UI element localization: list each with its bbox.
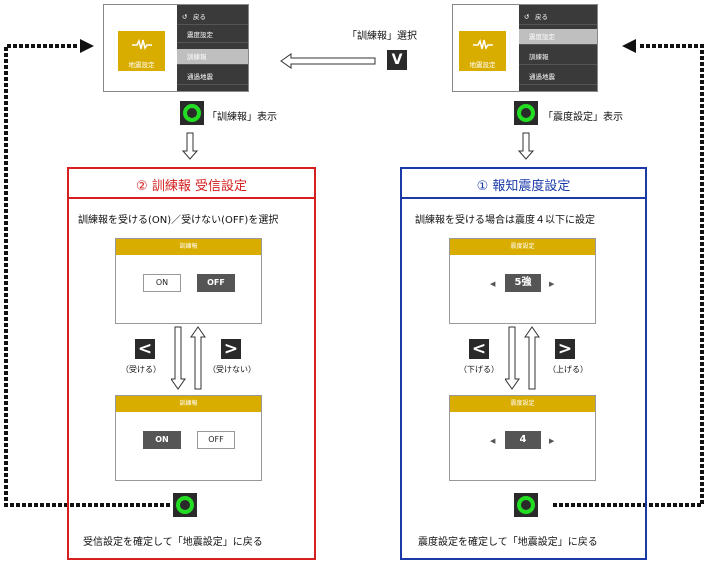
right-button-caption: （上げる） — [548, 365, 588, 374]
menu-list: ↺ 戻る 震度設定 訓練報 通過地震 — [177, 5, 248, 91]
top-left-screen: 地震設定 ↺ 戻る 震度設定 訓練報 通過地震 — [103, 4, 249, 92]
left-button-caption: （下げる） — [459, 365, 499, 374]
drill-display-caption: 「訓練報」表示 — [207, 112, 277, 123]
increase-triangle-icon: ▶ — [549, 437, 555, 445]
menu-item-passing[interactable]: 通過地震 — [177, 69, 248, 85]
menu-item-passing[interactable]: 通過地震 — [519, 69, 597, 85]
ok-button[interactable] — [173, 493, 197, 517]
off-toggle[interactable]: OFF — [197, 431, 235, 449]
menu-item-intensity[interactable]: 震度設定 — [519, 29, 597, 45]
intensity-screen-bottom: 震度設定 ◀ 4 ▶ — [449, 395, 596, 481]
seismic-wave-icon — [473, 39, 493, 50]
back-arrow-icon: ↺ — [182, 13, 188, 21]
menu-item-label: 訓練報 — [529, 53, 549, 61]
back-arrow-icon: ↺ — [524, 13, 530, 21]
menu-list: ↺ 戻る 震度設定 訓練報 通過地震 — [519, 5, 597, 91]
left-arrow-icon — [280, 53, 376, 69]
intensity-display-caption: 「震度設定」表示 — [543, 112, 623, 123]
ok-button[interactable] — [180, 101, 204, 125]
menu-item-label: 震度設定 — [187, 31, 213, 39]
menu-item-label: 訓練報 — [187, 53, 207, 61]
left-button[interactable]: < — [135, 339, 155, 359]
down-arrow-icon — [518, 132, 534, 160]
ok-button[interactable] — [514, 493, 538, 517]
ok-button-icon — [517, 496, 535, 514]
panel-footer: 震度設定を確定して「地震設定」に戻る — [418, 537, 598, 548]
screen-header: 訓練報 — [116, 396, 261, 412]
right-button-caption: （受けない） — [208, 365, 256, 374]
up-down-arrows-icon — [171, 326, 206, 390]
panel-description: 訓練報を受ける(ON)／受けない(OFF)を選択 — [78, 215, 279, 226]
notification-intensity-panel: ① 報知震度設定 訓練報を受ける場合は震度４以下に設定 震度設定 ◀ 5強 ▶ … — [400, 167, 647, 560]
drill-screen-off: 訓練報 ON OFF — [115, 238, 262, 324]
menu-item-label: 通過地震 — [187, 73, 213, 81]
off-toggle[interactable]: OFF — [197, 274, 235, 292]
down-button[interactable]: V — [387, 50, 407, 70]
menu-item-back[interactable]: ↺ 戻る — [519, 9, 597, 25]
select-drill-label: 「訓練報」選択 — [347, 31, 417, 42]
menu-item-label: 戻る — [193, 13, 206, 21]
menu-item-back[interactable]: ↺ 戻る — [177, 9, 248, 25]
intensity-value: 4 — [505, 431, 541, 449]
decrease-triangle-icon: ◀ — [490, 280, 496, 288]
title-divider — [402, 197, 645, 199]
ok-button-icon — [183, 104, 201, 122]
menu-item-drill[interactable]: 訓練報 — [519, 49, 597, 65]
panel-footer: 受信設定を確定して「地震設定」に戻る — [83, 537, 263, 548]
intensity-screen-top: 震度設定 ◀ 5強 ▶ — [449, 238, 596, 324]
decrease-triangle-icon: ◀ — [490, 437, 496, 445]
earthquake-settings-tile: 地震設定 — [459, 31, 506, 71]
on-toggle[interactable]: ON — [143, 431, 181, 449]
on-toggle[interactable]: ON — [143, 274, 181, 292]
ok-button-icon — [176, 496, 194, 514]
ok-button[interactable] — [514, 101, 538, 125]
seismic-wave-icon — [132, 39, 152, 50]
title-divider — [69, 197, 314, 199]
drill-screen-on: 訓練報 ON OFF — [115, 395, 262, 481]
down-arrow-icon — [182, 132, 198, 160]
menu-item-label: 戻る — [535, 13, 548, 21]
panel-title: ② 訓練報 受信設定 — [136, 179, 247, 194]
panel-description: 訓練報を受ける場合は震度４以下に設定 — [415, 215, 595, 226]
screen-header: 震度設定 — [450, 396, 595, 412]
increase-triangle-icon: ▶ — [549, 280, 555, 288]
right-button[interactable]: > — [555, 339, 575, 359]
screen-header: 震度設定 — [450, 239, 595, 255]
ok-button-icon — [517, 104, 535, 122]
left-button-caption: （受ける） — [121, 365, 161, 374]
left-button[interactable]: < — [469, 339, 489, 359]
top-right-screen: 地震設定 ↺ 戻る 震度設定 訓練報 通過地震 — [452, 4, 598, 92]
tile-label: 地震設定 — [469, 61, 496, 69]
menu-item-label: 震度設定 — [529, 33, 555, 41]
tile-label: 地震設定 — [128, 61, 155, 69]
menu-item-intensity[interactable]: 震度設定 — [177, 27, 248, 43]
panel-title: ① 報知震度設定 — [476, 179, 571, 194]
drill-reception-panel: ② 訓練報 受信設定 訓練報を受ける(ON)／受けない(OFF)を選択 訓練報 … — [67, 167, 316, 560]
screen-header: 訓練報 — [116, 239, 261, 255]
intensity-value: 5強 — [505, 274, 541, 292]
earthquake-settings-tile: 地震設定 — [118, 31, 165, 71]
menu-item-drill[interactable]: 訓練報 — [177, 49, 248, 65]
right-button[interactable]: > — [221, 339, 241, 359]
menu-item-label: 通過地震 — [529, 73, 555, 81]
up-down-arrows-icon — [505, 326, 540, 390]
